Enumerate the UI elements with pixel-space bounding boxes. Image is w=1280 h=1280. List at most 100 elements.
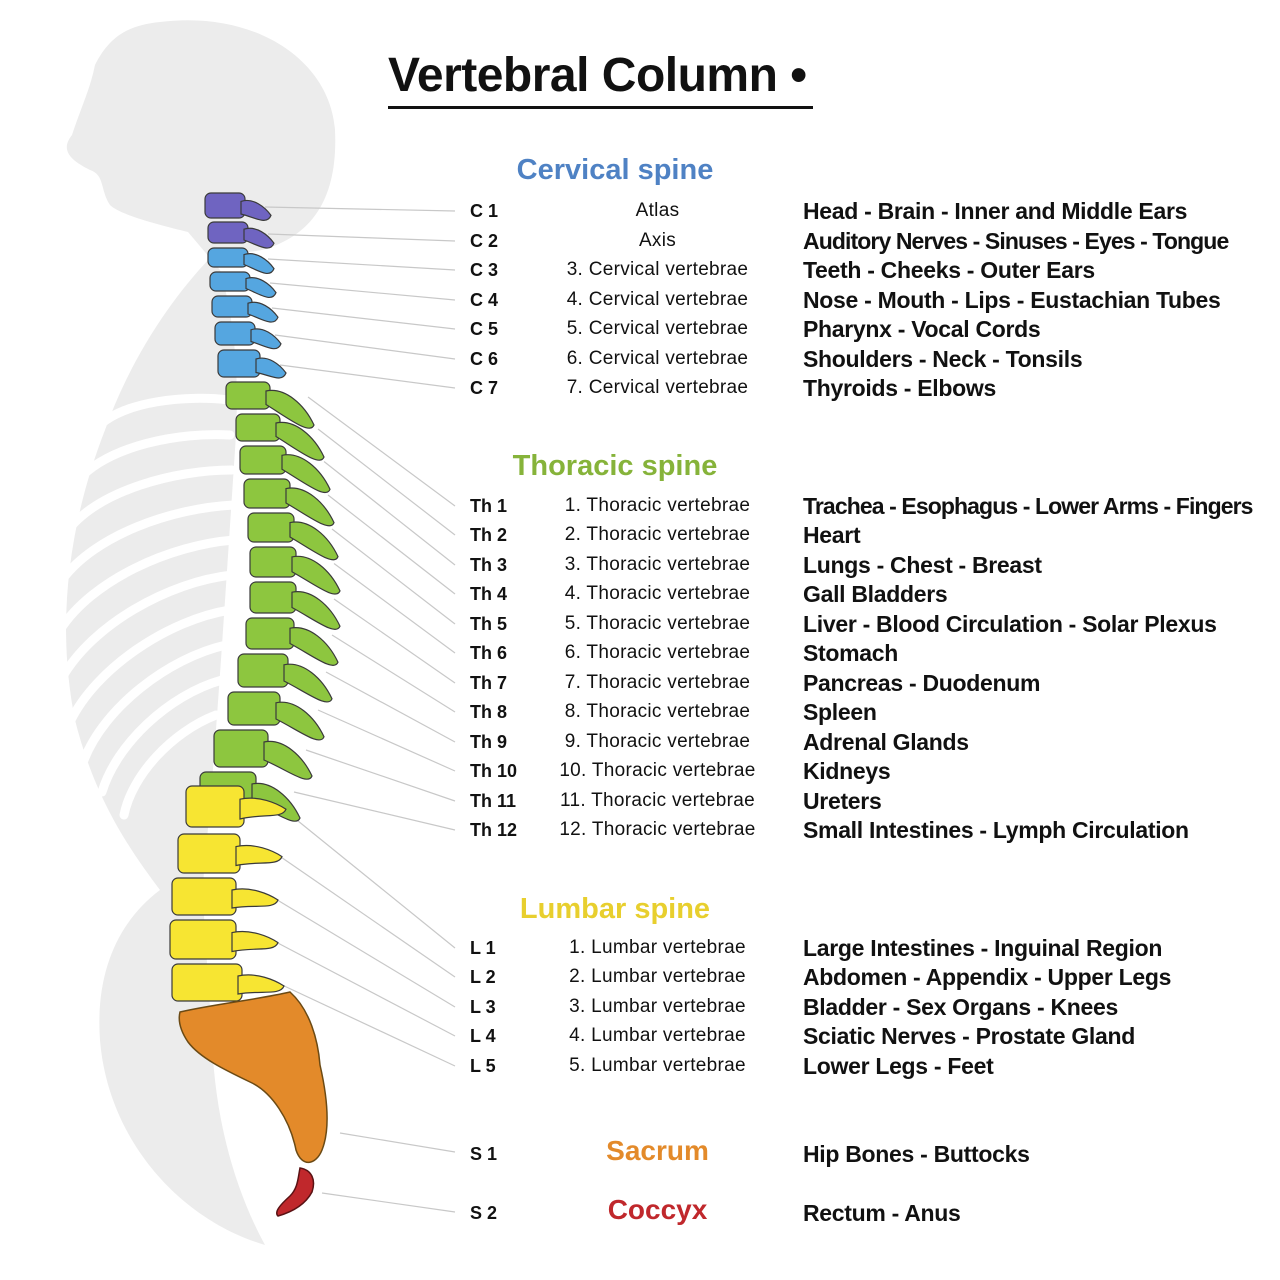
spinous-process: [291, 555, 341, 595]
associated-organs: Sciatic Nerves - Prostate Gland: [803, 1023, 1136, 1049]
leader-line: [331, 528, 456, 625]
leader-line: [274, 334, 456, 360]
leader-line: [277, 854, 456, 978]
vertebra-row-s2: S 2 Coccyx Rectum - Anus: [0, 1194, 1280, 1228]
vertebra-row-l4: L 4 4. Lumbar vertebrae Sciatic Nerves -…: [0, 1021, 1280, 1051]
vertebra-code: C 5: [470, 319, 499, 339]
vertebra-name: 3. Cervical vertebrae: [566, 259, 749, 280]
spinous-process: [281, 454, 331, 494]
leader-line: [273, 940, 456, 1037]
vertebra-name: 5. Lumbar vertebrae: [569, 1055, 746, 1076]
vertebra-code: Th 12: [470, 820, 518, 840]
associated-organs: Teeth - Cheeks - Outer Ears: [803, 257, 1095, 283]
coccyx-bone: [276, 1167, 315, 1217]
vertebra-code: Th 8: [470, 702, 508, 722]
leader-line: [271, 307, 456, 330]
vertebra-name: 6. Cervical vertebrae: [566, 348, 749, 369]
vertebra-row-th4: Th 4 4. Thoracic vertebrae Gall Bladders: [0, 579, 1280, 609]
associated-organs: Hip Bones - Buttocks: [803, 1141, 1030, 1167]
vertebra-name: 3. Thoracic vertebrae: [564, 554, 751, 575]
associated-organs: Adrenal Glands: [803, 729, 969, 755]
spinous-process: [243, 253, 275, 275]
vertebra-body: [171, 877, 237, 916]
spinous-process: [291, 591, 341, 630]
leader-line: [323, 461, 456, 566]
spinous-process: [275, 701, 325, 741]
associated-organs: Lower Legs - Feet: [803, 1053, 994, 1079]
leader-line: [279, 983, 456, 1067]
vertebra-code: Th 6: [470, 643, 508, 663]
vertebra-name: 5. Thoracic vertebrae: [564, 613, 751, 634]
spinous-process: [231, 931, 279, 953]
associated-organs: Trachea - Esophagus - Lower Arms - Finge…: [803, 493, 1253, 519]
associated-organs: Large Intestines - Inguinal Region: [803, 935, 1163, 961]
associated-organs: Pharynx - Vocal Cords: [803, 316, 1041, 342]
vertebra-name: 7. Cervical vertebrae: [566, 377, 749, 398]
vertebra-code: L 4: [470, 1026, 496, 1046]
vertebra-code: L 5: [470, 1056, 496, 1076]
spinous-process: [283, 663, 333, 703]
vertebra-row-th11: Th 11 11. Thoracic vertebrae Ureters: [0, 786, 1280, 816]
spinous-process: [237, 974, 285, 995]
vertebra-code: Th 9: [470, 732, 508, 752]
leader-line: [273, 897, 456, 1008]
associated-organs: Liver - Blood Circulation - Solar Plexus: [803, 611, 1217, 637]
vertebra-row-c5: C 5 5. Cervical vertebrae Pharynx - Voca…: [0, 314, 1280, 344]
spinous-process: [285, 487, 335, 527]
leader-line: [293, 791, 456, 831]
vertebra-row-l1: L 1 1. Lumbar vertebrae Large Intestines…: [0, 933, 1280, 963]
associated-organs: Spleen: [803, 699, 877, 725]
associated-organs: Thyroids - Elbows: [803, 375, 996, 401]
coccyx-label: Coccyx: [607, 1194, 708, 1225]
vertebra-row-s1: S 1 Sacrum Hip Bones - Buttocks: [0, 1136, 1280, 1169]
skull-silhouette: [66, 20, 336, 259]
leader-line: [281, 807, 456, 949]
vertebra-row-l5: L 5 5. Lumbar vertebrae Lower Legs - Fee…: [0, 1051, 1280, 1081]
vertebra-row-th3: Th 3 3. Thoracic vertebrae Lungs - Chest…: [0, 550, 1280, 580]
vertebra-name: 1. Lumbar vertebrae: [569, 937, 746, 958]
leader-line: [327, 494, 456, 595]
vertebra-code: Th 7: [470, 673, 508, 693]
vertebra-code: C 2: [470, 231, 499, 251]
leader-line: [279, 364, 456, 389]
leader-line: [307, 396, 456, 507]
leader-lines: [264, 206, 456, 1213]
associated-organs: Heart: [803, 522, 861, 548]
leader-line: [267, 233, 456, 242]
vertebra-code: C 1: [470, 201, 499, 221]
rib-outlines: [55, 393, 239, 820]
spinous-process: [247, 301, 279, 323]
vertebra-name: 10. Thoracic vertebrae: [559, 760, 756, 781]
vertebra-row-th8: Th 8 8. Thoracic vertebrae Spleen: [0, 697, 1280, 727]
spinous-process: [240, 199, 272, 221]
associated-organs: Bladder - Sex Organs - Knees: [803, 994, 1118, 1020]
spinous-process: [275, 421, 325, 461]
associated-organs: Stomach: [803, 640, 899, 666]
vertebra-row-c3: C 3 3. Cervical vertebrae Teeth - Cheeks…: [0, 255, 1280, 285]
vertebra-name: 5. Cervical vertebrae: [566, 318, 749, 339]
spinous-process: [265, 389, 315, 429]
leader-line: [267, 258, 456, 271]
leader-line: [269, 282, 456, 301]
vertebra-body: [239, 445, 287, 475]
vertebra-code: S 1: [470, 1144, 498, 1164]
associated-organs: Nose - Mouth - Lips - Eustachian Tubes: [803, 287, 1221, 313]
leader-line: [331, 634, 456, 713]
vertebra-code: Th 10: [470, 761, 518, 781]
thoracic-section-title: Thoracic spine: [512, 450, 718, 482]
vertebra-row-th12: Th 12 12. Thoracic vertebrae Small Intes…: [0, 815, 1280, 845]
vertebra-name: 6. Thoracic vertebrae: [564, 642, 751, 663]
associated-organs: Shoulders - Neck - Tonsils: [803, 346, 1083, 372]
leader-line: [264, 206, 456, 212]
vertebra-row-c2: C 2 Axis Auditory Nerves - Sinuses - Eye…: [0, 226, 1280, 256]
spinous-process: [289, 521, 339, 561]
vertebra-row-th5: Th 5 5. Thoracic vertebrae Liver - Blood…: [0, 609, 1280, 639]
vertebra-row-th10: Th 10 10. Thoracic vertebrae Kidneys: [0, 756, 1280, 786]
vertebra-code: C 3: [470, 260, 499, 280]
vertebra-code: L 2: [470, 967, 496, 987]
sacrum-bone: [178, 991, 328, 1164]
cervical-section-title: Cervical spine: [516, 154, 714, 186]
leader-line: [321, 1192, 456, 1213]
vertebra-name: Atlas: [635, 200, 680, 221]
